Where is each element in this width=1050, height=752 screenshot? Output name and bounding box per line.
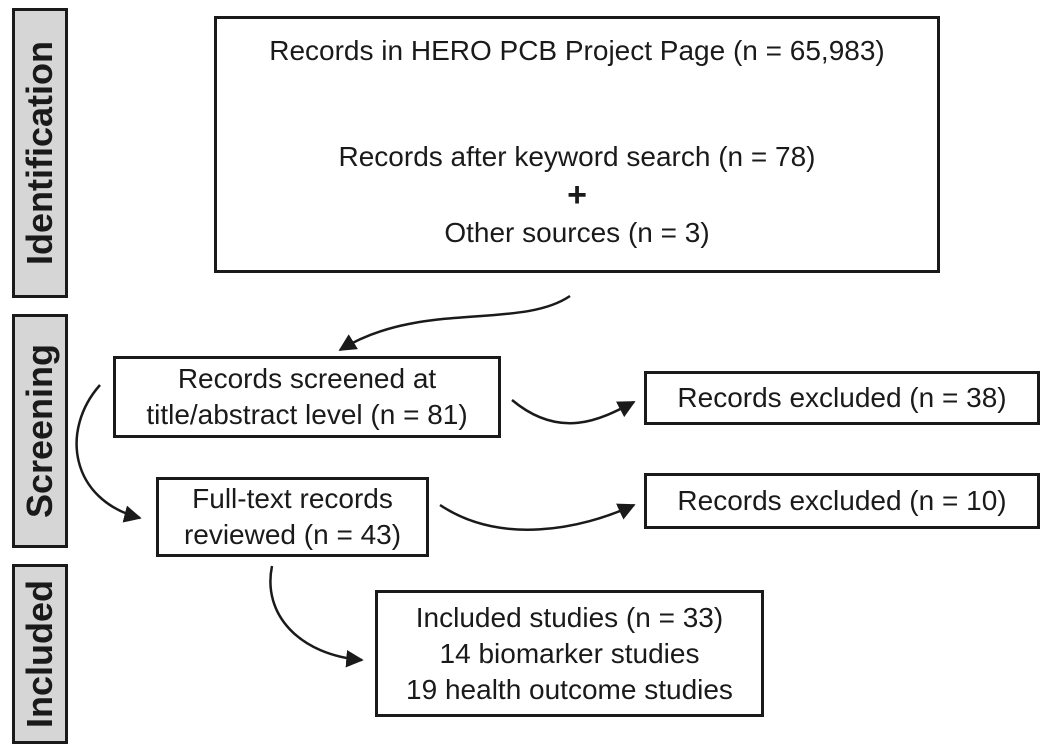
records-hero-text: Records in HERO PCB Project Page (n = 65…: [269, 35, 885, 66]
stage-label-identification: Identification: [12, 8, 68, 298]
screened-line-2: title/abstract level (n = 81): [146, 399, 468, 430]
arrow-screened-to-fulltext: [75, 384, 142, 523]
excluded-2-text: Records excluded (n = 10): [677, 485, 1007, 516]
included-line-3: 19 health outcome studies: [406, 673, 733, 705]
excluded-box-1: Records excluded (n = 38): [644, 371, 1040, 425]
arrow-identification-to-screened: [338, 294, 571, 352]
stage-label-included: Included: [12, 564, 68, 744]
excluded-1-text: Records excluded (n = 38): [677, 382, 1007, 413]
arrow-screened-to-excluded-38: [511, 399, 636, 425]
included-line-2: 14 biomarker studies: [439, 637, 700, 669]
included-line-1: Included studies (n = 33): [415, 601, 724, 633]
fulltext-line-2: reviewed (n = 43): [183, 519, 402, 550]
arrow-fulltext-to-included: [269, 565, 364, 668]
stage-label-screening: Screening: [12, 314, 68, 548]
included-box: Included studies (n = 33) 14 biomarker s…: [375, 590, 764, 717]
records-keyword-text: Records after keyword search (n = 78): [338, 141, 816, 172]
fulltext-line-1: Full-text records: [192, 483, 393, 514]
excluded-box-2: Records excluded (n = 10): [644, 473, 1040, 529]
screened-line-1: Records screened at: [177, 363, 437, 394]
identification-box: Records in HERO PCB Project Page (n = 65…: [214, 16, 940, 273]
arrow-fulltext-to-excluded-10: [439, 503, 636, 531]
fulltext-box: Full-text records reviewed (n = 43): [156, 477, 429, 557]
plus-symbol: +: [567, 176, 587, 214]
screened-box: Records screened at title/abstract level…: [113, 356, 501, 438]
other-sources-text: Other sources (n = 3): [444, 217, 710, 248]
